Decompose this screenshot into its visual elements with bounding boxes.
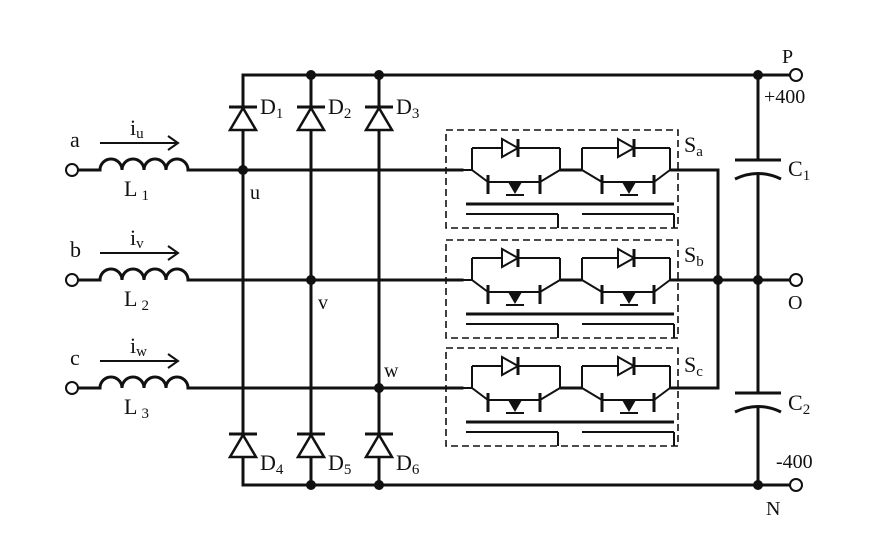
rail-n-label: N (766, 498, 780, 520)
capacitor-c2-label: C2 (788, 390, 810, 418)
diode-d4-label: D4 (260, 450, 284, 478)
node-u-label: u (250, 182, 260, 204)
diode-d5-label: D5 (328, 450, 351, 478)
terminal-o (789, 273, 803, 287)
diode-d4 (227, 432, 259, 459)
diode-d3-label: D3 (396, 94, 419, 122)
diode-d6-label: D6 (396, 450, 420, 478)
rail-p-label: P (782, 46, 793, 68)
terminal-n (789, 478, 803, 492)
switch-module-sb (445, 239, 700, 340)
terminal-b-label: b (70, 237, 81, 262)
diode-d5 (295, 432, 327, 459)
phase-c-input (76, 353, 464, 390)
rail-positive-voltage: +400 (764, 86, 805, 108)
terminal-b (65, 273, 79, 287)
terminal-c (65, 381, 79, 395)
node-w-label: w (384, 360, 399, 382)
switch-module-sa (445, 129, 700, 230)
terminal-p (789, 68, 803, 82)
switch-module-sc (445, 347, 700, 448)
junction-dots (238, 70, 763, 490)
node-v-label: v (318, 292, 328, 314)
capacitor-c1-label: C1 (788, 156, 810, 184)
diode-d6 (363, 432, 395, 459)
switch-sa-label: Sa (684, 132, 703, 160)
rail-o-label: O (788, 292, 802, 314)
diode-d1-label: D1 (260, 94, 283, 122)
switch-sb-label: Sb (684, 242, 704, 270)
terminal-c-label: c (70, 345, 80, 370)
current-iu-label: iu (130, 115, 144, 142)
current-iw-label: iw (130, 333, 147, 360)
diode-d3 (363, 105, 395, 132)
diode-d2-label: D2 (328, 94, 351, 122)
diode-d1 (227, 105, 259, 132)
diode-d2 (295, 105, 327, 132)
phase-a-input (76, 135, 464, 172)
terminal-a-label: a (70, 127, 80, 152)
phase-b-input (76, 245, 464, 282)
terminal-a (65, 163, 79, 177)
current-iv-label: iv (130, 225, 144, 252)
switch-sc-label: Sc (684, 352, 703, 380)
rail-negative-voltage: -400 (776, 451, 813, 473)
